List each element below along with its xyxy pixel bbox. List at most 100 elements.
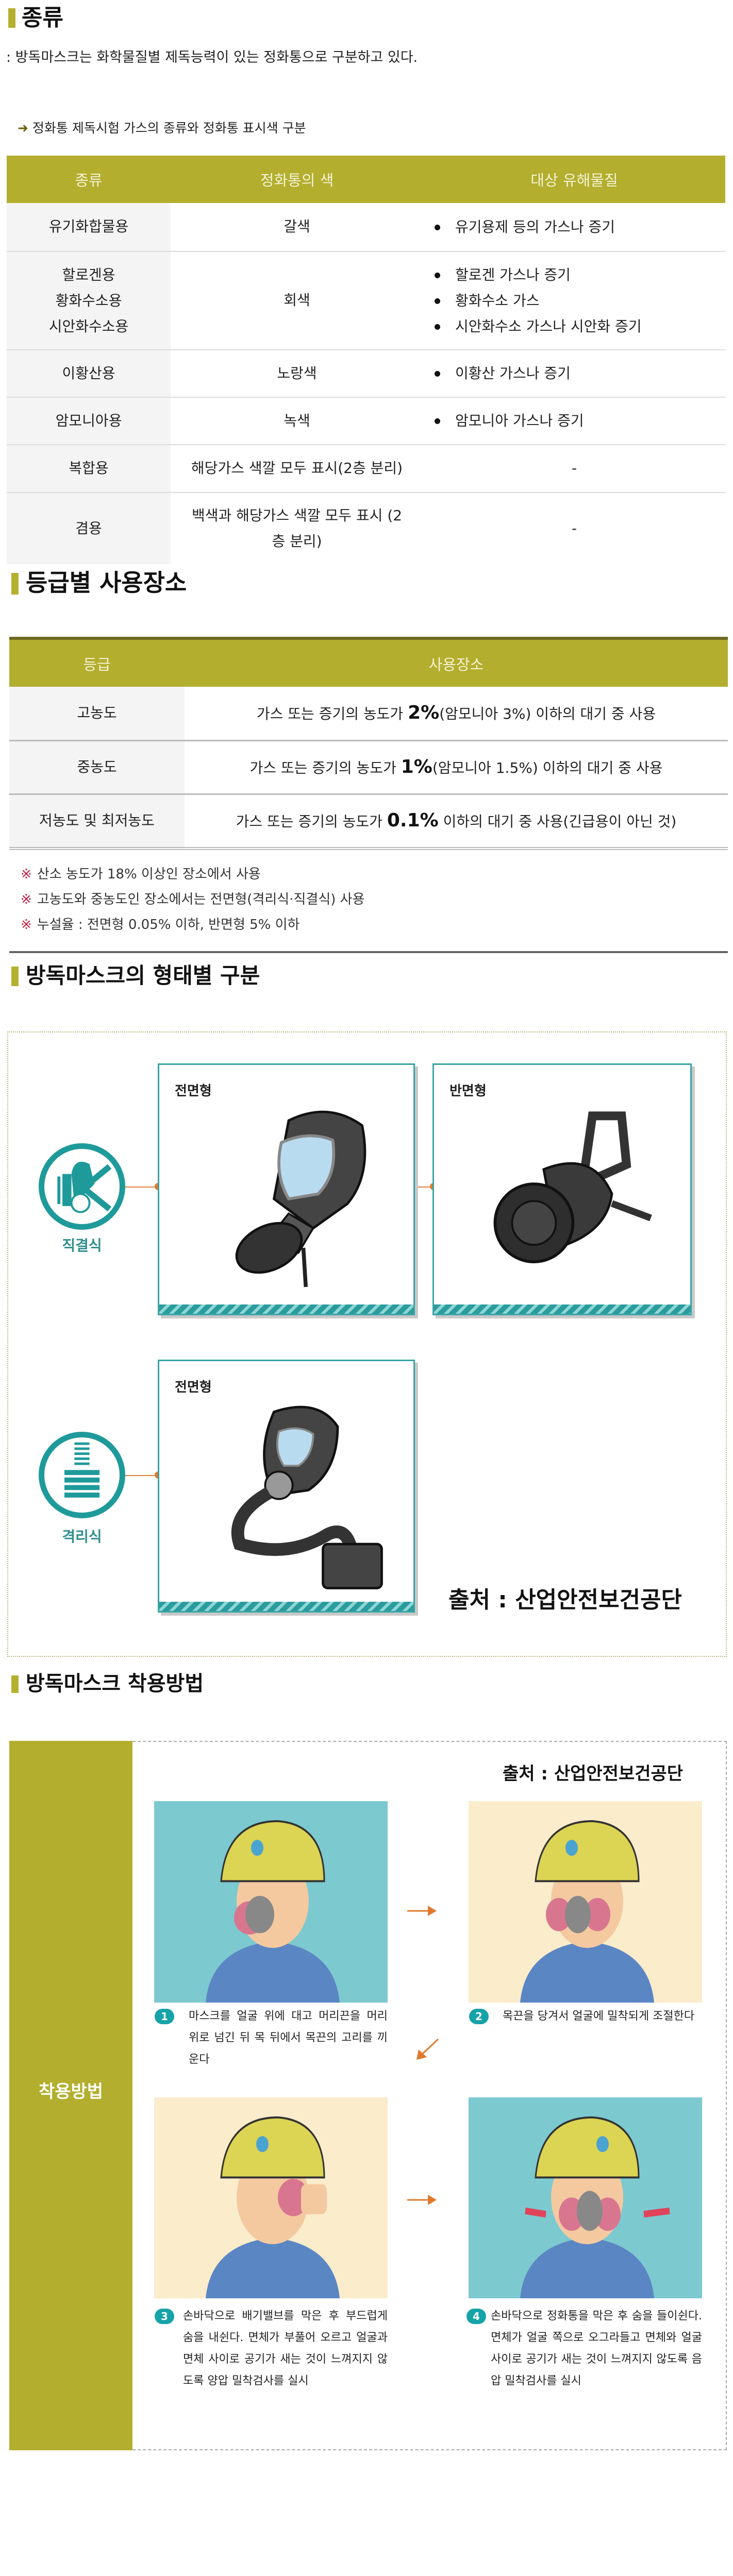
color-cell: 녹색	[171, 397, 423, 445]
arrow-right-icon	[407, 2195, 437, 2205]
usage-text: (암모니아 3%) 이하의 대기 중 사용	[439, 705, 656, 722]
step-number-badge: 2	[469, 2009, 489, 2024]
connector-line	[415, 1187, 434, 1188]
usage-cell: 가스 또는 증기의 농도가 1%(암모니아 1.5%) 이하의 대기 중 사용	[185, 740, 728, 795]
worker-illustration	[520, 2116, 670, 2298]
color-cell: 갈색	[171, 203, 423, 252]
card-label: 반면형	[449, 1083, 487, 1099]
table-row: 할로겐용 황화수소용 시안화수소용 회색 할로겐 가스나 증기 황화수소 가스 …	[7, 251, 725, 350]
note-text: 산소 농도가 18% 이상인 장소에서 사용	[37, 867, 261, 882]
source-credit: 출처 : 산업안전보건공단	[503, 1764, 684, 1784]
grade-cell: 저농도 및 최저농도	[9, 794, 185, 850]
table-row: 복합용 해당가스 색깔 모두 표시(2층 분리) -	[7, 445, 725, 493]
step-caption: 목끈을 당겨서 얼굴에 밀착되게 조절한다	[503, 2010, 695, 2023]
note-mark: ※	[21, 867, 32, 882]
step-2-image	[469, 1801, 702, 2003]
arrow-right-icon	[407, 1906, 437, 1916]
col-header: 사용장소	[185, 638, 728, 687]
type-cell: 겸용	[75, 519, 102, 537]
usage-cell: 가스 또는 증기의 농도가 2%(암모니아 3%) 이하의 대기 중 사용	[185, 687, 728, 741]
color-cell: 해당가스 색깔 모두 표시(2층 분리)	[171, 445, 423, 493]
note-text: 누설율 : 전면형 0.05% 이하, 반면형 5% 이하	[37, 917, 300, 933]
target-item: 할로겐 가스나 증기	[435, 262, 725, 288]
category-label: 직결식	[62, 1237, 102, 1254]
worker-illustration	[206, 1820, 340, 2003]
usage-text: 가스 또는 증기의 농도가	[249, 759, 401, 776]
table-row: 고농도 가스 또는 증기의 농도가 2%(암모니아 3%) 이하의 대기 중 사…	[9, 687, 728, 741]
note-mark: ※	[21, 917, 32, 933]
target-item: 암모니아 가스나 증기	[435, 408, 725, 434]
step-4-image	[469, 2097, 702, 2298]
heading-accent-bar	[8, 8, 15, 28]
table-caption-text: 정화통 제독시험 가스의 종류와 정화통 표시색 구분	[32, 121, 306, 135]
worker-illustration	[520, 1820, 654, 2003]
card-label: 전면형	[175, 1380, 212, 1395]
table-row: 중농도 가스 또는 증기의 농도가 1%(암모니아 1.5%) 이하의 대기 중…	[9, 740, 728, 795]
grade-usage-table: 등급 사용장소 고농도 가스 또는 증기의 농도가 2%(암모니아 3%) 이하…	[9, 637, 728, 850]
target-item: 시안화수소 가스나 시안화 증기	[435, 314, 725, 340]
heading-accent-bar	[11, 967, 19, 986]
usage-text: 가스 또는 증기의 농도가	[236, 812, 387, 830]
note-item: ※ 산소 농도가 18% 이상인 장소에서 사용	[21, 867, 261, 883]
usage-text: (암모니아 1.5%) 이하의 대기 중 사용	[432, 759, 663, 776]
table-row: 저농도 및 최저농도 가스 또는 증기의 농도가 0.1% 이하의 대기 중 사…	[9, 794, 728, 850]
step-number-badge: 3	[155, 2309, 174, 2324]
type-cell: 황화수소용	[55, 292, 122, 309]
step-number: 2	[469, 2009, 489, 2024]
type-cell: 복합용	[69, 460, 109, 477]
section-title-wearing: 방독마스크 착용방법	[26, 1672, 204, 1696]
step-caption: 마스크를 얼굴 위에 대고 머리끈을 머리 위로 넘긴 뒤 목 뒤에서 목끈의 …	[189, 2010, 388, 2066]
divider	[9, 951, 728, 953]
half-face-mask-image	[493, 1111, 652, 1264]
concentration-value: 2%	[408, 702, 440, 723]
target-item: 유기용제 등의 가스나 증기	[435, 214, 725, 240]
step-number-badge: 1	[155, 2009, 174, 2024]
concentration-value: 1%	[401, 756, 432, 777]
side-label: 착용방법	[38, 2081, 104, 2102]
card-label: 전면형	[175, 1083, 212, 1099]
concentration-value: 0.1%	[387, 809, 439, 831]
table-row: 유기화합물용 갈색 유기용제 등의 가스나 증기	[7, 203, 725, 252]
card-stripe	[434, 1304, 690, 1314]
grade-cell: 고농도	[9, 687, 185, 741]
worker-illustration	[206, 2116, 340, 2298]
step-3-image	[154, 2097, 388, 2298]
heading-accent-bar	[11, 1675, 19, 1693]
col-header: 정화통의 색	[171, 156, 423, 203]
section-title-types: 종류	[22, 5, 63, 31]
grade-cell: 중농도	[9, 740, 185, 795]
connector-line	[125, 1475, 158, 1476]
color-cell: 백색과 해당가스 색깔 모두 표시 (2층 분리)	[191, 507, 403, 550]
connector-line	[125, 1187, 158, 1188]
note-mark: ※	[21, 892, 32, 907]
full-face-separated-card: 전면형	[158, 1360, 415, 1613]
card-stripe	[159, 1304, 413, 1314]
target-item: 이황산 가스나 증기	[435, 361, 725, 386]
type-cell: 암모니아용	[55, 412, 122, 429]
separated-canister-icon	[39, 1432, 125, 1518]
step-number: 4	[467, 2309, 486, 2324]
note-item: ※ 누설율 : 전면형 0.05% 이하, 반면형 5% 이하	[21, 917, 299, 933]
full-face-direct-card: 전면형	[158, 1063, 415, 1315]
target-item: 황화수소 가스	[435, 288, 725, 314]
type-cell: 할로겐용	[62, 266, 115, 283]
section-title-forms: 방독마스크의 형태별 구분	[26, 963, 260, 988]
canister-types-table: 종류 정화통의 색 대상 유해물질 유기화합물용 갈색 유기용제 등의 가스나 …	[7, 156, 725, 564]
card-stripe	[159, 1602, 413, 1611]
target-cell: -	[571, 519, 577, 537]
usage-text: 가스 또는 증기의 농도가	[256, 705, 408, 722]
col-header: 대상 유해물질	[423, 156, 725, 203]
heading-accent-bar	[11, 573, 19, 595]
table-row: 이황산용 노랑색 이황산 가스나 증기	[7, 350, 725, 398]
source-credit: 출처 : 산업안전보건공단	[448, 1587, 682, 1613]
table-row: 겸용 백색과 해당가스 색깔 모두 표시 (2층 분리) -	[7, 493, 725, 564]
col-header: 등급	[9, 638, 185, 687]
type-cell: 시안화수소용	[48, 317, 129, 335]
side-label-panel	[9, 1741, 132, 2450]
type-cell: 유기화합물용	[48, 218, 129, 235]
color-cell: 회색	[171, 251, 423, 350]
category-label: 격리식	[62, 1528, 102, 1545]
mask-crossed-icon	[57, 1161, 112, 1213]
target-cell: -	[423, 445, 725, 493]
step-caption: 손바닥으로 배기밸브를 막은 후 부드럽게 숨을 내쉰다. 면체가 부풀어 오르…	[183, 2310, 388, 2387]
